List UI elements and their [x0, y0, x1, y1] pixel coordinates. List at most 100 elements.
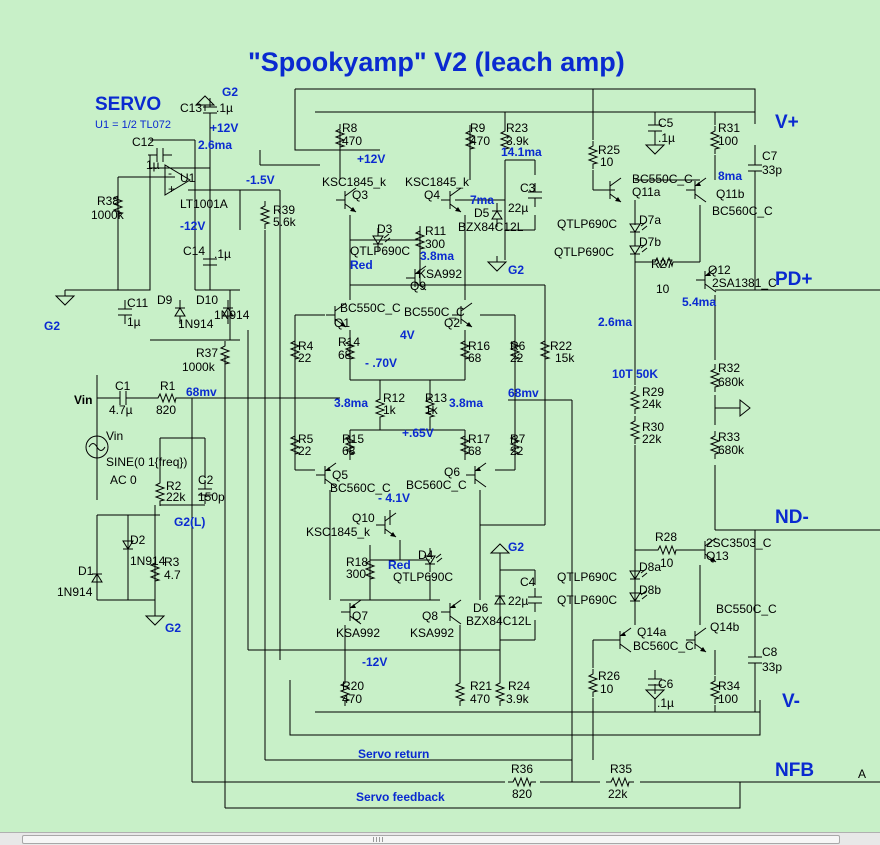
svg-text:R31: R31: [718, 121, 740, 135]
svg-text:1µ: 1µ: [146, 158, 160, 172]
svg-text:R29: R29: [642, 385, 664, 399]
svg-text:BC560C_C: BC560C_C: [330, 481, 391, 495]
svg-text:680k: 680k: [718, 375, 745, 389]
svg-text:10: 10: [656, 282, 670, 296]
label-C5: C5.1µ: [658, 116, 675, 145]
svg-text:C3: C3: [520, 181, 536, 195]
svg-text:R13: R13: [425, 391, 447, 405]
scrollbar-thumb[interactable]: [22, 835, 840, 844]
label-Q2: BC550C_CQ2: [404, 305, 465, 330]
svg-text:1N914: 1N914: [214, 308, 250, 322]
svg-text:D10: D10: [196, 293, 218, 307]
net-g2-zener-low: G2: [508, 540, 524, 554]
annotation: 3.8ma: [420, 249, 454, 263]
net-nfb: NFB: [775, 760, 814, 781]
svg-text:R11: R11: [425, 224, 446, 238]
svg-text:C6: C6: [658, 677, 674, 691]
annotation: 8ma: [718, 169, 742, 183]
svg-text:470: 470: [342, 134, 362, 148]
annotation: -12V: [362, 655, 387, 669]
svg-text:C14: C14: [183, 244, 205, 258]
opamp-u1[interactable]: - +: [164, 164, 191, 196]
svg-text:10: 10: [600, 155, 614, 169]
svg-text:D8b: D8b: [639, 583, 661, 597]
opamp-ref: U1: [180, 171, 196, 185]
net-g2l: G2(L): [174, 515, 205, 529]
horizontal-scrollbar[interactable]: [0, 832, 880, 845]
svg-text:R30: R30: [642, 420, 664, 434]
svg-text:D2: D2: [130, 533, 146, 547]
signal-source-vin[interactable]: [85, 435, 109, 459]
annotation: +12V: [357, 152, 385, 166]
svg-text:C2: C2: [198, 473, 214, 487]
svg-text:100: 100: [718, 134, 738, 148]
annotation: -12V: [180, 219, 205, 233]
svg-text:KSA992: KSA992: [418, 267, 462, 281]
svg-text:D7a: D7a: [639, 213, 661, 227]
svg-text:22k: 22k: [642, 432, 662, 446]
svg-text:BC550C_C: BC550C_C: [404, 305, 465, 319]
svg-text:R15: R15: [342, 432, 364, 446]
svg-text:C12: C12: [132, 135, 154, 149]
svg-text:QTLP690C: QTLP690C: [393, 570, 453, 584]
svg-text:1k: 1k: [383, 403, 397, 417]
svg-text:1000k: 1000k: [182, 360, 216, 374]
svg-text:R17: R17: [468, 432, 490, 446]
svg-text:C13: C13: [180, 101, 202, 115]
svg-text:QTLP690C: QTLP690C: [557, 593, 617, 607]
svg-text:R18: R18: [346, 555, 368, 569]
svg-text:.1µ: .1µ: [216, 101, 233, 115]
annotation: 5.4ma: [682, 295, 716, 309]
svg-text:R6: R6: [510, 339, 526, 353]
svg-text:150p: 150p: [198, 490, 225, 504]
svg-text:.1µ: .1µ: [658, 131, 675, 145]
svg-text:R4: R4: [298, 339, 314, 353]
annotation: - 4.1V: [378, 491, 410, 505]
svg-text:BZX84C12L: BZX84C12L: [466, 614, 532, 628]
annotation: Red: [388, 558, 411, 572]
svg-text:Q11b: Q11b: [716, 187, 745, 201]
svg-text:5.6k: 5.6k: [273, 215, 297, 229]
svg-text:470: 470: [470, 692, 490, 706]
svg-text:QTLP690C: QTLP690C: [554, 245, 614, 259]
annotation: 68mv: [186, 385, 217, 399]
annotation: 3.8ma: [449, 396, 483, 410]
svg-text:KSA992: KSA992: [410, 626, 454, 640]
svg-text:Q14a: Q14a: [637, 625, 667, 639]
node-a: A: [858, 767, 866, 781]
svg-text:R1: R1: [160, 379, 176, 393]
svg-text:D9: D9: [157, 293, 173, 307]
svg-text:C7: C7: [762, 149, 778, 163]
svg-text:22: 22: [298, 444, 312, 458]
svg-text:R9: R9: [470, 121, 486, 135]
annotation-layer: +12V 2.6ma -1.5V -12V +12V 14.1ma 7ma 3.…: [180, 121, 742, 669]
net-g2-servo: G2: [222, 85, 238, 99]
svg-text:22k: 22k: [166, 490, 186, 504]
svg-text:R35: R35: [610, 762, 632, 776]
svg-text:Q7: Q7: [352, 609, 368, 623]
annotation: 3.8ma: [334, 396, 368, 410]
component-symbols: [91, 97, 763, 787]
source-line1: SINE(0 1{freq}): [106, 455, 187, 469]
svg-text:C8: C8: [762, 645, 778, 659]
